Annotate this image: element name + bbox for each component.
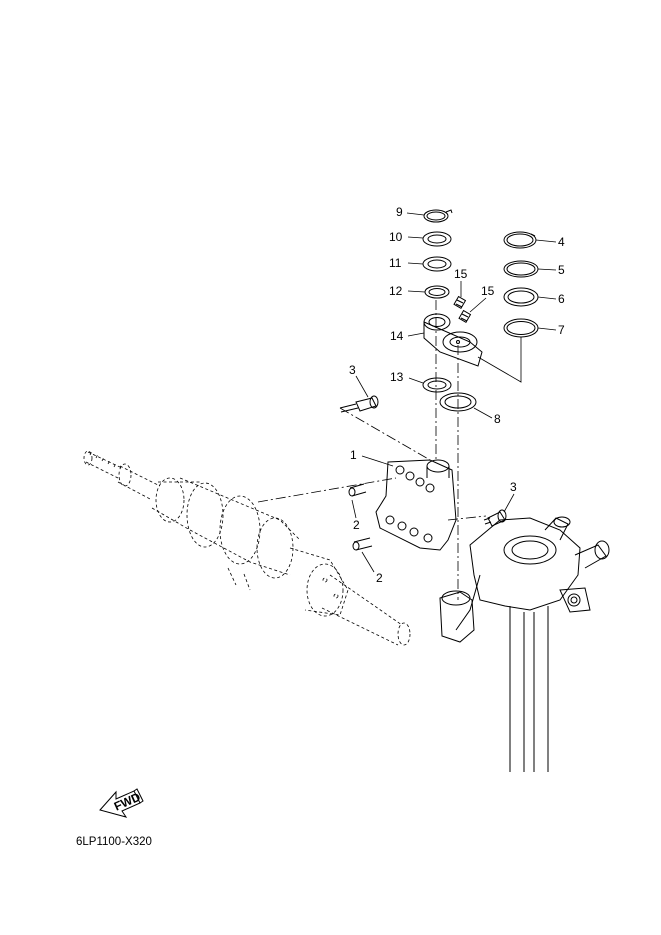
assembly-centerlines <box>257 300 487 600</box>
callout-15-right: 15 <box>481 284 495 298</box>
callout-2-lower: 2 <box>376 571 383 585</box>
callout-8: 8 <box>494 412 501 426</box>
swivel-bracket-steering-tube <box>439 516 610 772</box>
callout-10: 10 <box>389 230 403 244</box>
lower-bracket <box>348 459 457 551</box>
callout-5: 5 <box>558 263 565 277</box>
rings-right-column <box>477 231 539 383</box>
callout-3-right: 3 <box>510 480 517 494</box>
grease-nipples <box>453 295 472 324</box>
callout-leaders <box>351 212 557 573</box>
callout-11: 11 <box>389 256 402 270</box>
callout-12: 12 <box>389 284 403 298</box>
bolts <box>339 395 507 527</box>
callout-4: 4 <box>558 235 565 249</box>
upper-clamp-bracket <box>423 313 483 367</box>
callout-2-upper: 2 <box>353 518 360 532</box>
fwd-arrow-icon: FWD <box>99 788 144 818</box>
callout-6: 6 <box>558 292 565 306</box>
callout-9: 9 <box>396 205 403 219</box>
drive-shaft-outline <box>83 450 411 646</box>
callout-3-left: 3 <box>349 363 356 377</box>
callout-14: 14 <box>390 329 404 343</box>
callout-13: 13 <box>390 370 404 384</box>
callout-numbers: 9 10 11 12 15 15 14 13 4 5 6 7 8 3 3 1 2… <box>349 205 565 585</box>
callout-15-left: 15 <box>454 267 468 281</box>
rings-left-column <box>422 209 477 412</box>
callout-1: 1 <box>350 448 357 462</box>
callout-7: 7 <box>558 323 565 337</box>
diagram-code: 6LP1100-X320 <box>76 836 152 848</box>
